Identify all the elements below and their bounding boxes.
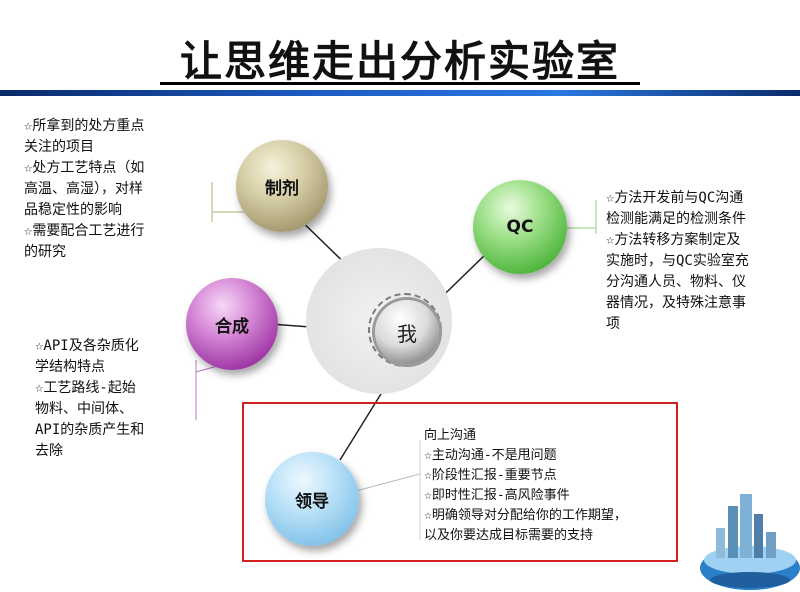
note-line: 以及你要达成目标需要的支持	[424, 528, 594, 543]
page-title: 让思维走出分析实验室	[179, 37, 620, 86]
note-line: ☆所拿到的处方重点	[24, 118, 145, 134]
note-line: ☆方法转移方案制定及	[606, 232, 741, 248]
note-line: 物料、中间体、	[35, 401, 133, 417]
note-line: 向上沟通	[424, 428, 477, 443]
title-divider-bar	[0, 90, 800, 96]
note-line: ☆阶段性汇报-重要节点	[424, 468, 557, 483]
note-line: 实施时，与QC实验室充	[606, 253, 749, 269]
note-lingdao: 向上沟通 ☆主动沟通-不是甩问题 ☆阶段性汇报-重要节点 ☆即时性汇报-高风险事…	[424, 426, 674, 546]
center-node-me: 我	[375, 300, 439, 364]
title-underline	[160, 82, 640, 85]
node-lingdao-label: 领导	[295, 491, 329, 512]
leader-highlight-box	[242, 402, 678, 562]
node-zhiji: 制剂	[236, 140, 328, 232]
note-zhiji: ☆所拿到的处方重点 关注的项目 ☆处方工艺特点（如 高温、高湿），对样 品稳定性…	[24, 116, 204, 263]
center-ring	[368, 293, 442, 367]
note-line: ☆主动沟通-不是甩问题	[424, 448, 557, 463]
note-line: API的杂质产生和	[35, 422, 145, 438]
note-line: 关注的项目	[24, 139, 94, 155]
note-line: 分沟通人员、物料、仪	[606, 274, 746, 290]
note-line: ☆即时性汇报-高风险事件	[424, 488, 570, 503]
note-line: ☆工艺路线-起始	[35, 380, 136, 396]
node-hecheng: 合成	[186, 278, 278, 370]
city-globe-decoration	[700, 494, 800, 590]
node-qc: QC	[473, 180, 567, 274]
note-line: ☆需要配合工艺进行	[24, 223, 145, 239]
node-zhiji-label: 制剂	[265, 178, 299, 199]
note-qc: ☆方法开发前与QC沟通 检测能满足的检测条件 ☆方法转移方案制定及 实施时，与Q…	[606, 188, 796, 335]
note-line: 的研究	[24, 244, 66, 260]
note-line: 去除	[35, 443, 63, 459]
note-line: ☆方法开发前与QC沟通	[606, 190, 744, 206]
node-qc-label: QC	[506, 217, 534, 237]
note-line: 项	[606, 316, 620, 332]
bracket-lingdao	[351, 473, 421, 493]
note-line: ☆明确领导对分配给你的工作期望，	[424, 508, 627, 523]
note-line: 器情况，及特殊注意事	[606, 295, 746, 311]
node-hecheng-label: 合成	[215, 316, 249, 337]
note-line: 品稳定性的影响	[24, 202, 122, 218]
note-hecheng: ☆API及各杂质化 学结构特点 ☆工艺路线-起始 物料、中间体、 API的杂质产…	[35, 336, 195, 462]
note-line: 检测能满足的检测条件	[606, 211, 746, 227]
note-line: 学结构特点	[35, 359, 105, 375]
node-lingdao: 领导	[265, 452, 359, 546]
note-line: ☆处方工艺特点（如	[24, 160, 145, 176]
note-line: 高温、高湿），对样	[24, 181, 143, 197]
note-line: ☆API及各杂质化	[35, 338, 139, 354]
center-label: 我	[397, 321, 417, 346]
